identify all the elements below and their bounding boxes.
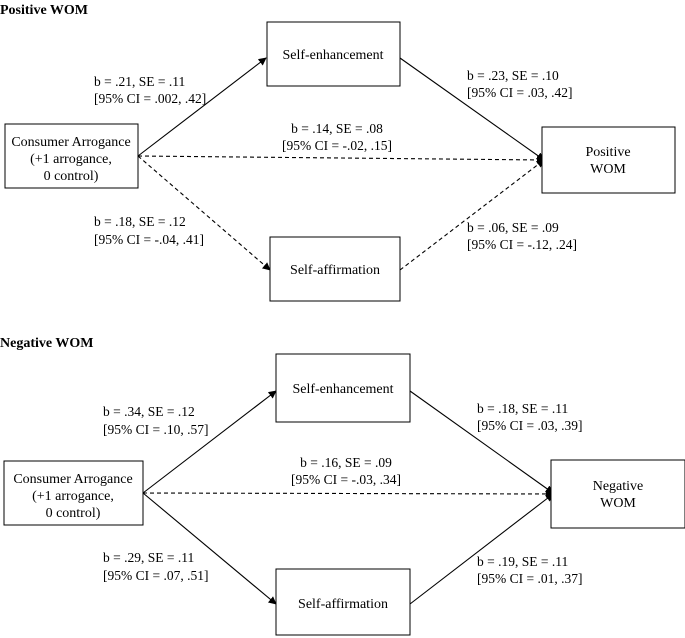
path-b1-arrow — [409, 390, 554, 494]
label-b1-line-1: b = .23, SE = .10 — [467, 68, 559, 83]
panel-title: Positive WOM — [0, 3, 88, 18]
label-a1-line-1: b = .34, SE = .12 — [103, 404, 195, 419]
node-mediator-self-enhancement: Self-enhancement — [266, 21, 401, 87]
label-a2-line-2: [95% CI = .07, .51] — [103, 568, 208, 583]
label-path-b1: b = .23, SE = .10 [95% CI = .03, .42] — [467, 68, 572, 100]
node-predictor-line-3: 0 control) — [46, 506, 101, 521]
label-c-line-1: b = .14, SE = .08 — [291, 121, 383, 136]
label-b2-line-2: [95% CI = .01, .37] — [477, 571, 582, 586]
label-c-line-2: [95% CI = -.03, .34] — [291, 472, 401, 487]
path-a2-arrow — [137, 155, 271, 271]
label-c-line-1: b = .16, SE = .09 — [300, 455, 392, 470]
label-b2-line-1: b = .19, SE = .11 — [477, 554, 568, 569]
label-c-line-2: [95% CI = -.02, .15] — [282, 138, 392, 153]
path-b1-arrow — [399, 57, 545, 161]
label-b2-line-1: b = .06, SE = .09 — [467, 220, 559, 235]
label-path-a2: b = .29, SE = .11 [95% CI = .07, .51] — [103, 550, 208, 583]
node-outcome-line-2: WOM — [600, 496, 636, 511]
node-mediator1-label: Self-enhancement — [282, 48, 383, 63]
path-a1-arrow — [137, 57, 267, 157]
node-predictor: Consumer Arrogance (+1 arrogance, 0 cont… — [3, 460, 144, 526]
node-mediator-self-affirmation: Self-affirmation — [269, 236, 401, 302]
label-b2-line-2: [95% CI = -.12, .24] — [467, 237, 577, 252]
path-a2-arrow — [142, 492, 277, 605]
panel-title: Negative WOM — [0, 336, 93, 351]
label-path-b1: b = .18, SE = .11 [95% CI = .03, .39] — [477, 401, 582, 433]
panel-negative-wom: Negative WOM Consumer Arrogance (+1 arro… — [0, 336, 685, 636]
label-b1-line-2: [95% CI = .03, .42] — [467, 85, 572, 100]
node-mediator2-label: Self-affirmation — [298, 597, 388, 612]
panel-positive-wom: Positive WOM Consumer Arrogance (+1 arro… — [0, 3, 676, 302]
node-mediator-self-enhancement: Self-enhancement — [275, 353, 411, 423]
node-outcome: Negative WOM — [550, 459, 685, 529]
node-predictor-line-3: 0 control) — [44, 169, 99, 184]
label-a2-line-1: b = .29, SE = .11 — [103, 550, 194, 565]
path-a1-arrow — [142, 390, 277, 494]
node-mediator1-label: Self-enhancement — [292, 382, 393, 397]
label-path-c: b = .14, SE = .08 [95% CI = -.02, .15] — [282, 121, 392, 153]
label-a1-line-2: [95% CI = .002, .42] — [94, 91, 206, 106]
node-outcome-line-1: Positive — [585, 145, 630, 160]
node-outcome: Positive WOM — [541, 126, 676, 194]
node-predictor-line-2: (+1 arrogance, — [32, 489, 114, 504]
label-b1-line-2: [95% CI = .03, .39] — [477, 418, 582, 433]
path-b2-arrow — [399, 159, 545, 271]
label-path-a2: b = .18, SE = .12 [95% CI = -.04, .41] — [94, 214, 204, 247]
label-a2-line-2: [95% CI = -.04, .41] — [94, 232, 204, 247]
node-predictor-line-2: (+1 arrogance, — [30, 152, 112, 167]
label-path-a1: b = .34, SE = .12 [95% CI = .10, .57] — [103, 404, 208, 437]
path-b2-arrow — [409, 493, 554, 605]
label-a1-line-2: [95% CI = .10, .57] — [103, 422, 208, 437]
node-predictor-line-1: Consumer Arrogance — [13, 472, 132, 487]
label-a2-line-1: b = .18, SE = .12 — [94, 214, 186, 229]
label-path-a1: b = .21, SE = .11 [95% CI = .002, .42] — [94, 74, 206, 106]
label-b1-line-1: b = .18, SE = .11 — [477, 401, 568, 416]
label-a1-line-1: b = .21, SE = .11 — [94, 74, 185, 89]
node-mediator2-label: Self-affirmation — [290, 263, 380, 278]
path-c-arrow — [142, 489, 554, 498]
node-predictor: Consumer Arrogance (+1 arrogance, 0 cont… — [4, 123, 139, 189]
node-outcome-line-2: WOM — [590, 162, 626, 177]
label-path-b2: b = .06, SE = .09 [95% CI = -.12, .24] — [467, 220, 577, 252]
node-predictor-line-1: Consumer Arrogance — [11, 135, 130, 150]
label-path-b2: b = .19, SE = .11 [95% CI = .01, .37] — [477, 554, 582, 586]
node-outcome-line-1: Negative — [593, 479, 644, 494]
label-path-c: b = .16, SE = .09 [95% CI = -.03, .34] — [291, 455, 401, 487]
path-c-arrow — [137, 155, 545, 164]
node-mediator-self-affirmation: Self-affirmation — [275, 568, 411, 636]
